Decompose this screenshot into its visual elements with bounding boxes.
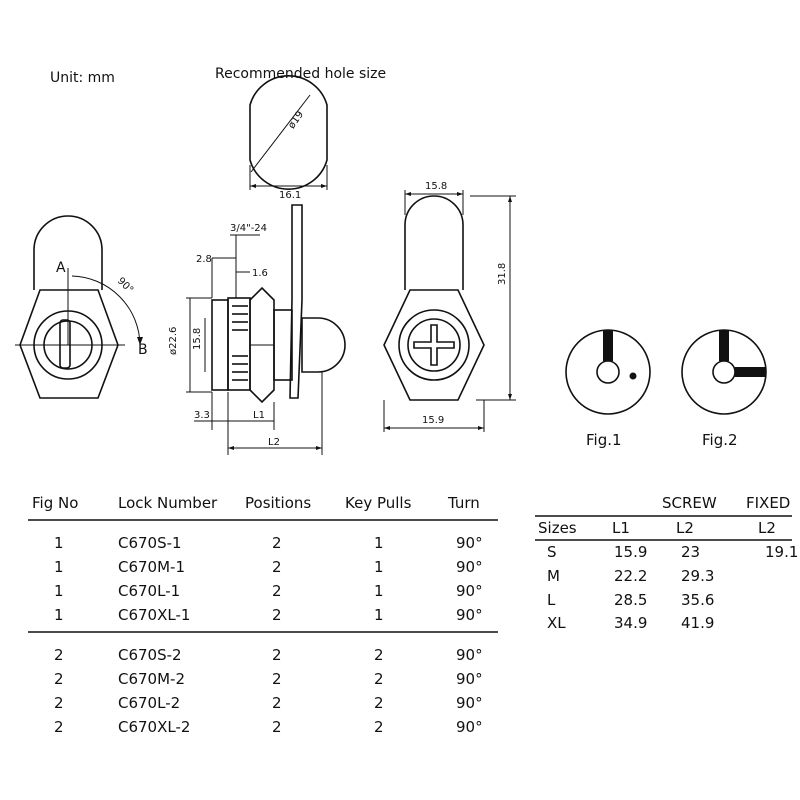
- bottom-width-label: 15.9: [422, 415, 444, 426]
- key-pulls-cell: 1: [374, 558, 384, 576]
- lock-number-cell: C670L-1: [118, 582, 180, 600]
- size-cell: M: [547, 567, 560, 585]
- table1-header-key-pulls: Key Pulls: [345, 494, 412, 512]
- turn-cell: 90°: [456, 694, 483, 712]
- recommended-hole-diagram: ø19 16.1: [249, 75, 328, 201]
- fig-no-cell: 2: [54, 718, 64, 736]
- angle-label: 90°: [115, 276, 135, 296]
- l1-cell: 22.2: [614, 567, 647, 585]
- table2-header-sizes: Sizes: [538, 519, 577, 537]
- hole-size-title: Recommended hole size: [215, 66, 386, 82]
- lock-number-cell: C670XL-1: [118, 606, 190, 624]
- hole-width-label: 16.1: [279, 190, 301, 201]
- turn-cell: 90°: [456, 670, 483, 688]
- lock-number-cell: C670M-2: [118, 670, 185, 688]
- turn-cell: 90°: [456, 558, 483, 576]
- dim-2-8-label: 2.8: [196, 254, 212, 265]
- fig-no-cell: 2: [54, 694, 64, 712]
- l2-label: L2: [268, 437, 280, 448]
- table2-header-l1: L1: [612, 519, 630, 537]
- front-view: A B 90°: [15, 215, 148, 399]
- diameter-22-6-label: ø22.6: [168, 327, 179, 355]
- key-pulls-cell: 2: [374, 646, 384, 664]
- size-cell: XL: [547, 614, 566, 632]
- l2-screw-cell: 29.3: [681, 567, 714, 585]
- thread-marks: [232, 305, 248, 381]
- side-15-8-label: 15.8: [192, 328, 203, 350]
- table1-header-fig-no: Fig No: [32, 494, 78, 512]
- height-label: 31.8: [497, 263, 508, 285]
- point-a-label: A: [56, 260, 66, 276]
- table2-header-l2-screw: L2: [676, 519, 694, 537]
- l2-screw-cell: 23: [681, 543, 700, 561]
- fig2-label: Fig.2: [702, 431, 738, 449]
- l1-cell: 34.9: [614, 614, 647, 632]
- l2-fixed-cell: 19.1: [765, 543, 798, 561]
- side-view: ø22.6 15.8 3/4"-24 2.8 1.6 3.3 L1 L2: [168, 204, 346, 455]
- point-b-label: B: [138, 342, 148, 358]
- positions-cell: 2: [272, 534, 282, 552]
- l1-cell: 28.5: [614, 591, 647, 609]
- table1-header-positions: Positions: [245, 494, 311, 512]
- key-pulls-cell: 1: [374, 534, 384, 552]
- table1-header-lock-number: Lock Number: [118, 494, 218, 512]
- size-cell: S: [547, 543, 557, 561]
- key-pulls-cell: 1: [374, 606, 384, 624]
- key-pulls-cell: 2: [374, 670, 384, 688]
- back-view: 15.8 31.8 15.9: [383, 181, 516, 432]
- fig-no-cell: 2: [54, 646, 64, 664]
- positions-cell: 2: [272, 606, 282, 624]
- fig-no-cell: 1: [54, 582, 64, 600]
- key-pulls-cell: 2: [374, 694, 384, 712]
- key-pulls-cell: 1: [374, 582, 384, 600]
- positions-cell: 2: [272, 558, 282, 576]
- lock-number-table: Fig No Lock Number Positions Key Pulls T…: [28, 494, 498, 633]
- dim-1-6-label: 1.6: [252, 268, 268, 279]
- lock-number-cell: C670XL-2: [118, 718, 190, 736]
- l1-label: L1: [253, 410, 265, 421]
- size-table: SCREW FIXED Sizes L1 L2 L2: [535, 494, 792, 541]
- positions-cell: 2: [272, 670, 282, 688]
- l2-screw-cell: 35.6: [681, 591, 714, 609]
- top-width-label: 15.8: [425, 181, 447, 192]
- positions-cell: 2: [272, 646, 282, 664]
- positions-cell: 2: [272, 694, 282, 712]
- hole-diameter-label: ø19: [286, 109, 306, 131]
- turn-cell: 90°: [456, 582, 483, 600]
- lock-number-cell: C670M-1: [118, 558, 185, 576]
- fig2-diagram: Fig.2: [681, 329, 767, 449]
- fig-no-cell: 1: [54, 606, 64, 624]
- l1-cell: 15.9: [614, 543, 647, 561]
- fig1-diagram: Fig.1: [565, 329, 651, 449]
- turn-cell: 90°: [456, 534, 483, 552]
- lock-number-cell: C670S-2: [118, 646, 182, 664]
- turn-cell: 90°: [456, 718, 483, 736]
- positions-cell: 2: [272, 582, 282, 600]
- key-pulls-cell: 2: [374, 718, 384, 736]
- table1-header-turn: Turn: [447, 494, 480, 512]
- size-cell: L: [547, 591, 556, 609]
- l2-screw-cell: 41.9: [681, 614, 714, 632]
- fig1-label: Fig.1: [586, 431, 622, 449]
- thread-spec-label: 3/4"-24: [230, 223, 267, 234]
- lock-number-cell: C670L-2: [118, 694, 180, 712]
- turn-cell: 90°: [456, 646, 483, 664]
- fig-no-cell: 1: [54, 534, 64, 552]
- fig-no-cell: 2: [54, 670, 64, 688]
- positions-cell: 2: [272, 718, 282, 736]
- table2-group-fixed: FIXED: [746, 494, 790, 512]
- dim-3-3-label: 3.3: [194, 410, 210, 421]
- turn-cell: 90°: [456, 606, 483, 624]
- lock-number-cell: C670S-1: [118, 534, 182, 552]
- fig-no-cell: 1: [54, 558, 64, 576]
- table2-header-l2-fixed: L2: [758, 519, 776, 537]
- table2-group-screw: SCREW: [662, 494, 717, 512]
- unit-label: Unit: mm: [50, 70, 115, 86]
